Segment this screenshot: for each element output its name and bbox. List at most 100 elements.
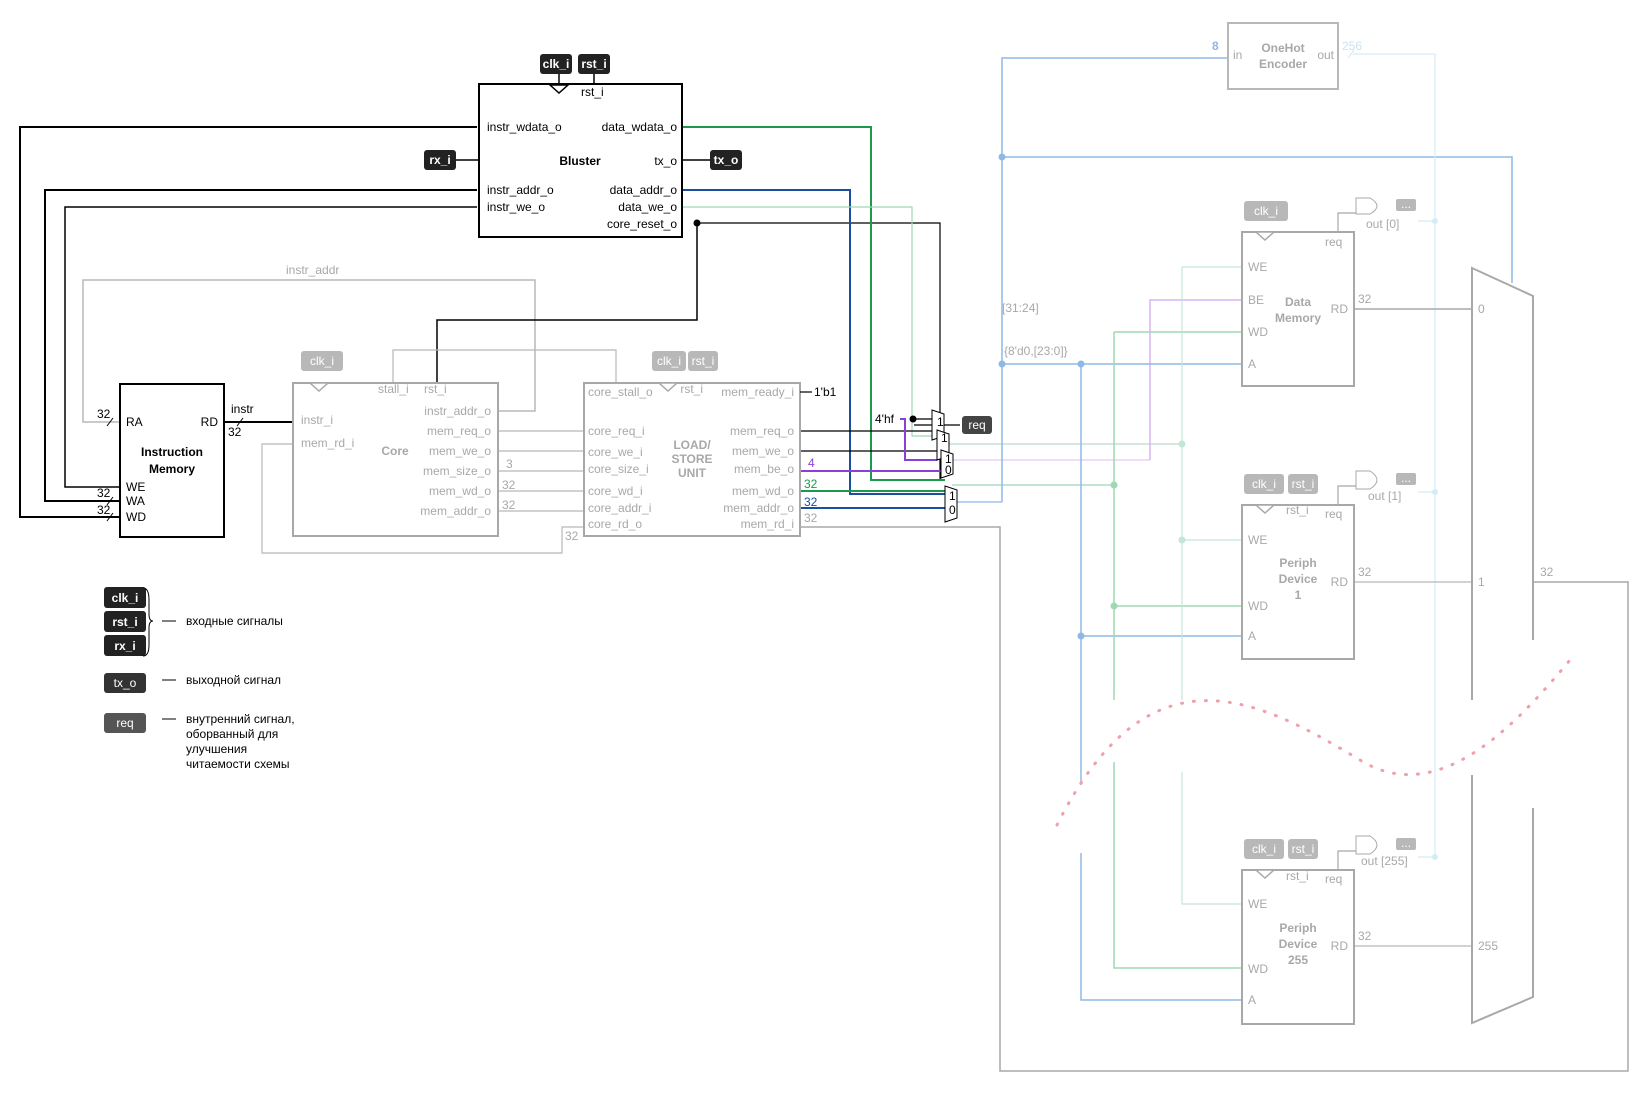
onehot-title-line1-label: OneHot: [1261, 41, 1304, 55]
legend-tx-badge: tx_o: [104, 673, 146, 693]
instr-memory-ra-label: RA: [126, 415, 143, 429]
lsu-ports-right-5-label: mem_addr_o: [723, 501, 794, 515]
instr-memory-rd-label: RD: [201, 415, 219, 429]
wire-mem-rd: [799, 526, 1629, 1072]
lsu-block: clk_i rst_i rst_i LOAD/ STORE UNIT core_…: [565, 351, 837, 543]
mux-3: 1 0: [940, 449, 954, 479]
core-rst-label: rst_i: [424, 382, 447, 396]
core-width-32-label: 32: [502, 498, 516, 512]
wire-instr-wdata: [19, 126, 477, 518]
lsu-width-32-label: 32: [804, 477, 818, 491]
wire-stall: [392, 349, 617, 382]
core-clk-label: clk_i: [310, 354, 334, 368]
core-ports-left-1-label: mem_rd_i: [301, 436, 354, 450]
mux-group: 4'hf 1 1 1 0 1 0 req: [875, 409, 992, 523]
wire-core-reset-right: [697, 222, 941, 480]
big-mux-width-label: 32: [1540, 565, 1554, 579]
data-memory-title-line1-label: Data: [1285, 295, 1311, 309]
bluster-ports-left-1-label: instr_addr_o: [487, 183, 554, 197]
lsu-width-32-label: 32: [565, 529, 579, 543]
legend-clk-badge: clk_i: [104, 587, 146, 608]
lsu-rst-badge: rst_i: [688, 351, 718, 371]
legend-internal-text-lines-3-label: читаемости схемы: [186, 757, 290, 771]
data-memory-clk-label: clk_i: [1254, 204, 1278, 218]
p1-rst-badge: rst_i: [1288, 474, 1318, 494]
lsu-title-line2-label: STORE: [671, 452, 712, 466]
lsu-ports-right-0-label: mem_ready_i: [721, 385, 794, 399]
core-title-label: Core: [381, 444, 409, 458]
instr-memory-title-line1-label: Instruction: [141, 445, 203, 459]
instr-memory-width-32-label: 32: [228, 425, 242, 439]
periph255-width-label: 32: [1358, 929, 1372, 943]
periph1-out-label-label: out [1]: [1368, 489, 1401, 503]
onehot-out-label: out: [1317, 48, 1334, 62]
mux-group-sel-labels-4-label: 1: [949, 489, 956, 503]
omitted-devices-dotted-curve: [1055, 658, 1572, 827]
lsu-width-32-label: 32: [804, 495, 818, 509]
lsu-clk-badge: clk_i: [652, 351, 686, 371]
output-mux: 0 1 255 32: [1471, 266, 1554, 1025]
bluster-rst-badge: rst_i: [578, 54, 610, 74]
core-ports-right-2-label: mem_we_o: [429, 444, 491, 458]
bluster-ports-left-0-label: instr_wdata_o: [487, 120, 562, 134]
legend-rx-badge: rx_i: [104, 635, 146, 656]
instr-memory-wa-label: WA: [126, 494, 145, 508]
bluster-ports-right-3-label: core_reset_o: [607, 217, 677, 231]
instr-memory-width-32-label: 32: [97, 486, 111, 500]
p1-clk-badge: clk_i: [1244, 474, 1284, 494]
periph255-clk-label: clk_i: [1252, 842, 1276, 856]
bluster-rx-label: rx_i: [429, 153, 450, 167]
periph255-title-line2-label: Device: [1279, 937, 1318, 951]
core-stall-label: stall_i: [378, 382, 409, 396]
wire-instr-addr-loop: [82, 279, 536, 423]
mux-group-sel-labels-2-label: 1: [945, 452, 952, 466]
mux-group-req-badge-label: req: [968, 418, 985, 432]
lsu-ports-right-1-label: mem_req_o: [730, 424, 794, 438]
dm-clk-badge: clk_i: [1244, 201, 1288, 221]
addr-hi-label: [31:24]: [1002, 301, 1039, 315]
periph255-req-label: req: [1325, 872, 1342, 886]
data-memory-be-label: BE: [1248, 293, 1264, 307]
lsu-ports-left-6-label: core_rd_o: [588, 517, 642, 531]
big-mux-in0-label: 0: [1478, 302, 1485, 316]
data-memory-title-line2-label: Memory: [1275, 311, 1321, 325]
instr-memory-title-line2-label: Memory: [149, 462, 195, 476]
wire-instr-addr: [44, 189, 477, 502]
onehot-title-line2-label: Encoder: [1259, 57, 1307, 71]
periph255-rst-port-label: rst_i: [1286, 869, 1309, 883]
core-width-32-label: 32: [502, 478, 516, 492]
bluster-block: clk_i rst_i rst_i Bluster instr_wdata_o …: [424, 54, 742, 238]
mux-4: 1 0: [944, 485, 958, 523]
data-memory-out-label-label: out [0]: [1366, 217, 1399, 231]
lsu-ready-const-label: 1'b1: [814, 385, 837, 399]
data-memory-block: clk_i Data Memory req WE BE WD A RD 32 .…: [1241, 197, 1416, 387]
periph1-out-badge-label: ...: [1401, 471, 1411, 485]
periph1-title-line1-label: Periph: [1279, 556, 1316, 570]
periph1-rst-port-label: rst_i: [1286, 503, 1309, 517]
instr-memory-out-label-label: instr: [231, 402, 254, 416]
legend-inputs-text-label: входные сигналы: [186, 614, 283, 628]
periph1-a-label: A: [1248, 629, 1256, 643]
legend-internal-text-lines-0-label: внутренний сигнал,: [186, 712, 295, 726]
instruction-memory-block: Instruction Memory RA RD WE WA WD instr …: [97, 383, 254, 538]
lsu-rst-port-label: rst_i: [680, 382, 703, 396]
periph255-title-line1-label: Periph: [1279, 921, 1316, 935]
core-ports-right-4-label: mem_wd_o: [429, 484, 491, 498]
core-width-3-label: 3: [506, 457, 513, 471]
periph1-rst-label: rst_i: [1292, 477, 1315, 491]
wire-data-addr: [681, 189, 945, 495]
mux-group-sel-labels-1-label: 1: [941, 431, 948, 445]
legend-output-text-label: выходной сигнал: [186, 673, 281, 687]
wire-core-reset: [436, 223, 698, 382]
legend-rst-badge: rst_i: [104, 611, 146, 632]
core-ports-right-5-label: mem_addr_o: [420, 504, 491, 518]
lsu-width-4-label: 4: [808, 456, 815, 470]
wire-data-we: [681, 206, 932, 437]
lsu-ports-left-4-label: core_wd_i: [588, 484, 643, 498]
periph255-we-label: WE: [1248, 897, 1267, 911]
legend-internal-text-lines-1-label: оборванный для: [186, 727, 278, 741]
core-clk-badge: clk_i: [301, 351, 343, 371]
periph-device-1-block: clk_i rst_i rst_i req Periph Device 1 WE…: [1241, 470, 1416, 660]
periph1-title-line3-label: 1: [1295, 588, 1302, 602]
